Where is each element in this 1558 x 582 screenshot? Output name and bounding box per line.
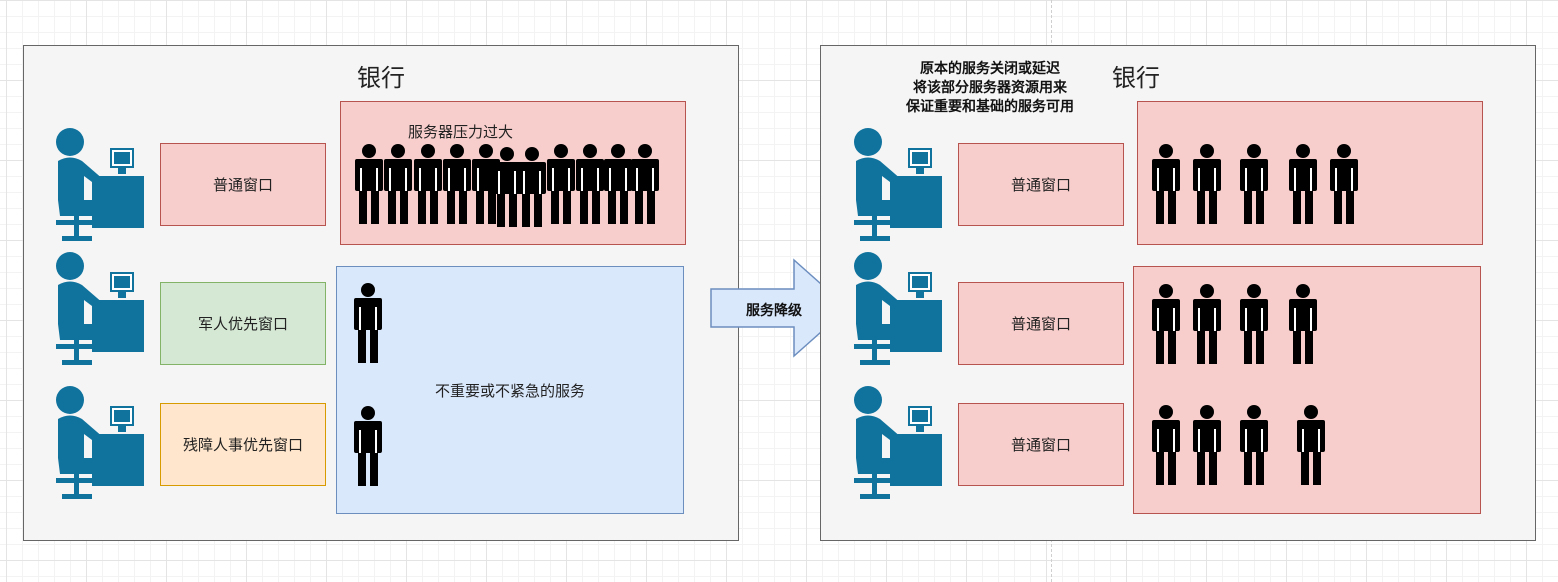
- person-icon: [1151, 283, 1181, 365]
- degradation-label: 服务降级: [746, 303, 802, 319]
- person-icon: [1239, 143, 1269, 225]
- window-regular: 普通窗口: [958, 403, 1124, 486]
- person-icon: [1296, 404, 1326, 486]
- person-icon: [1239, 283, 1269, 365]
- bank-teller-icon: [50, 384, 146, 500]
- person-icon: [1329, 143, 1359, 225]
- person-icon: [630, 143, 660, 225]
- person-icon: [353, 282, 383, 364]
- note-line: 保证重要和基础的服务可用: [906, 99, 1074, 115]
- person-icon: [413, 143, 443, 225]
- person-icon: [1151, 404, 1181, 486]
- person-icon: [1192, 404, 1222, 486]
- person-icon: [517, 146, 547, 228]
- person-icon: [383, 143, 413, 225]
- person-icon: [354, 143, 384, 225]
- window-disabled-priority: 残障人事优先窗口: [160, 403, 326, 486]
- person-icon: [442, 143, 472, 225]
- note-line: 将该部分服务器资源用来: [913, 80, 1067, 96]
- bank-teller-icon: [848, 126, 944, 242]
- nonessential-service-box: 不重要或不紧急的服务: [336, 266, 684, 514]
- window-regular: 普通窗口: [958, 282, 1124, 365]
- person-icon: [546, 143, 576, 225]
- left-bank-title: 银行: [357, 64, 405, 92]
- right-bank-title: 银行: [1112, 64, 1160, 92]
- window-regular: 普通窗口: [160, 143, 326, 226]
- overload-label: 服务器压力过大: [408, 123, 514, 141]
- bank-teller-icon: [50, 126, 146, 242]
- person-icon: [1239, 404, 1269, 486]
- person-icon: [1192, 143, 1222, 225]
- bank-teller-icon: [50, 250, 146, 366]
- person-icon: [1288, 283, 1318, 365]
- person-icon: [1288, 143, 1318, 225]
- person-icon: [1151, 143, 1181, 225]
- window-regular: 普通窗口: [958, 143, 1124, 226]
- bank-teller-icon: [848, 250, 944, 366]
- note-line: 原本的服务关闭或延迟: [920, 61, 1060, 77]
- person-icon: [353, 405, 383, 487]
- window-military-priority: 军人优先窗口: [160, 282, 326, 365]
- nonessential-label: 不重要或不紧急的服务: [434, 381, 585, 400]
- bank-teller-icon: [848, 384, 944, 500]
- person-icon: [575, 143, 605, 225]
- person-icon: [1192, 283, 1222, 365]
- degradation-note: 原本的服务关闭或延迟 将该部分服务器资源用来 保证重要和基础的服务可用: [880, 60, 1100, 117]
- person-icon: [603, 143, 633, 225]
